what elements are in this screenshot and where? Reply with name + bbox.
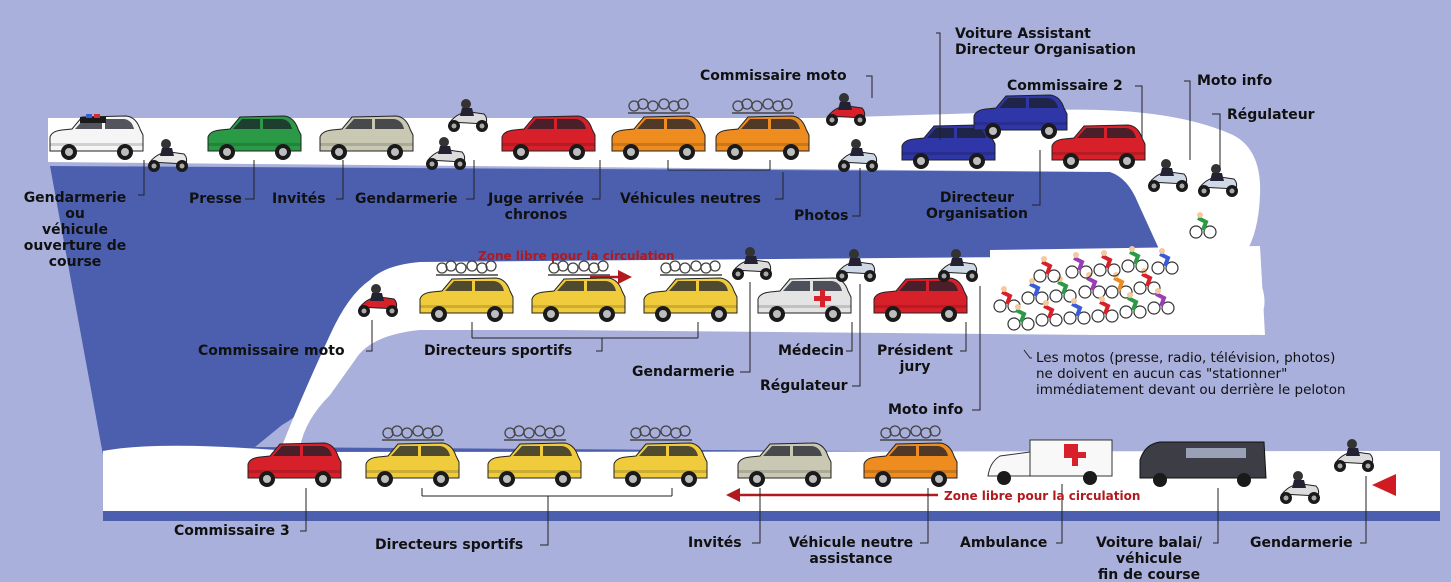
label-gendarmerie-top: Gendarmerie [355, 191, 458, 207]
label-gendarmerie-ouverture: Gendarmerie ou véhicule ouverture de cou… [23, 190, 127, 270]
label-gendarmerie-low: Gendarmerie [1250, 535, 1353, 551]
label-invites-top: Invités [272, 191, 326, 207]
label-ambulance: Ambulance [960, 535, 1048, 551]
label-directeurs-sportifs-low: Directeurs sportifs [375, 537, 524, 553]
label-president-jury: Président jury [877, 343, 953, 375]
label-juge-arrivee: Juge arrivée chronos [488, 191, 584, 223]
zone-label-middle: Zone libre pour la circulation [478, 249, 675, 263]
zone-label-bottom: Zone libre pour la circulation [944, 489, 1141, 503]
label-moto-info-mid: Moto info [888, 402, 964, 418]
label-voiture-assistant: Voiture Assistant [955, 26, 1091, 42]
label-directeur-organisation-top: Directeur Organisation [955, 42, 1136, 58]
label-regulateur-top: Régulateur [1227, 107, 1315, 123]
label-commissaire-moto-top: Commissaire moto [700, 68, 847, 84]
label-moto-info-top: Moto info [1197, 73, 1273, 89]
label-commissaire-2: Commissaire 2 [1007, 78, 1123, 94]
label-vehicule-neutre-assistance: Véhicule neutre assistance [788, 535, 914, 567]
label-commissaire-3: Commissaire 3 [174, 523, 290, 539]
label-voiture-balai: Voiture balai/ véhicule fin de course [1095, 535, 1203, 582]
label-commissaire-moto-mid: Commissaire moto [198, 343, 345, 359]
label-regulateur-mid: Régulateur [760, 378, 848, 394]
peloton-note: Les motos (presse, radio, télévision, ph… [1036, 350, 1346, 398]
label-invites-low: Invités [688, 535, 742, 551]
label-presse: Presse [189, 191, 242, 207]
label-directeurs-sportifs-mid: Directeurs sportifs [424, 343, 573, 359]
label-vehicules-neutres: Véhicules neutres [620, 191, 761, 207]
label-gendarmerie-mid: Gendarmerie [632, 364, 735, 380]
label-photos: Photos [794, 208, 849, 224]
label-directeur-organisation-low: Directeur Organisation [926, 190, 1028, 222]
label-medecin: Médecin [778, 343, 845, 359]
